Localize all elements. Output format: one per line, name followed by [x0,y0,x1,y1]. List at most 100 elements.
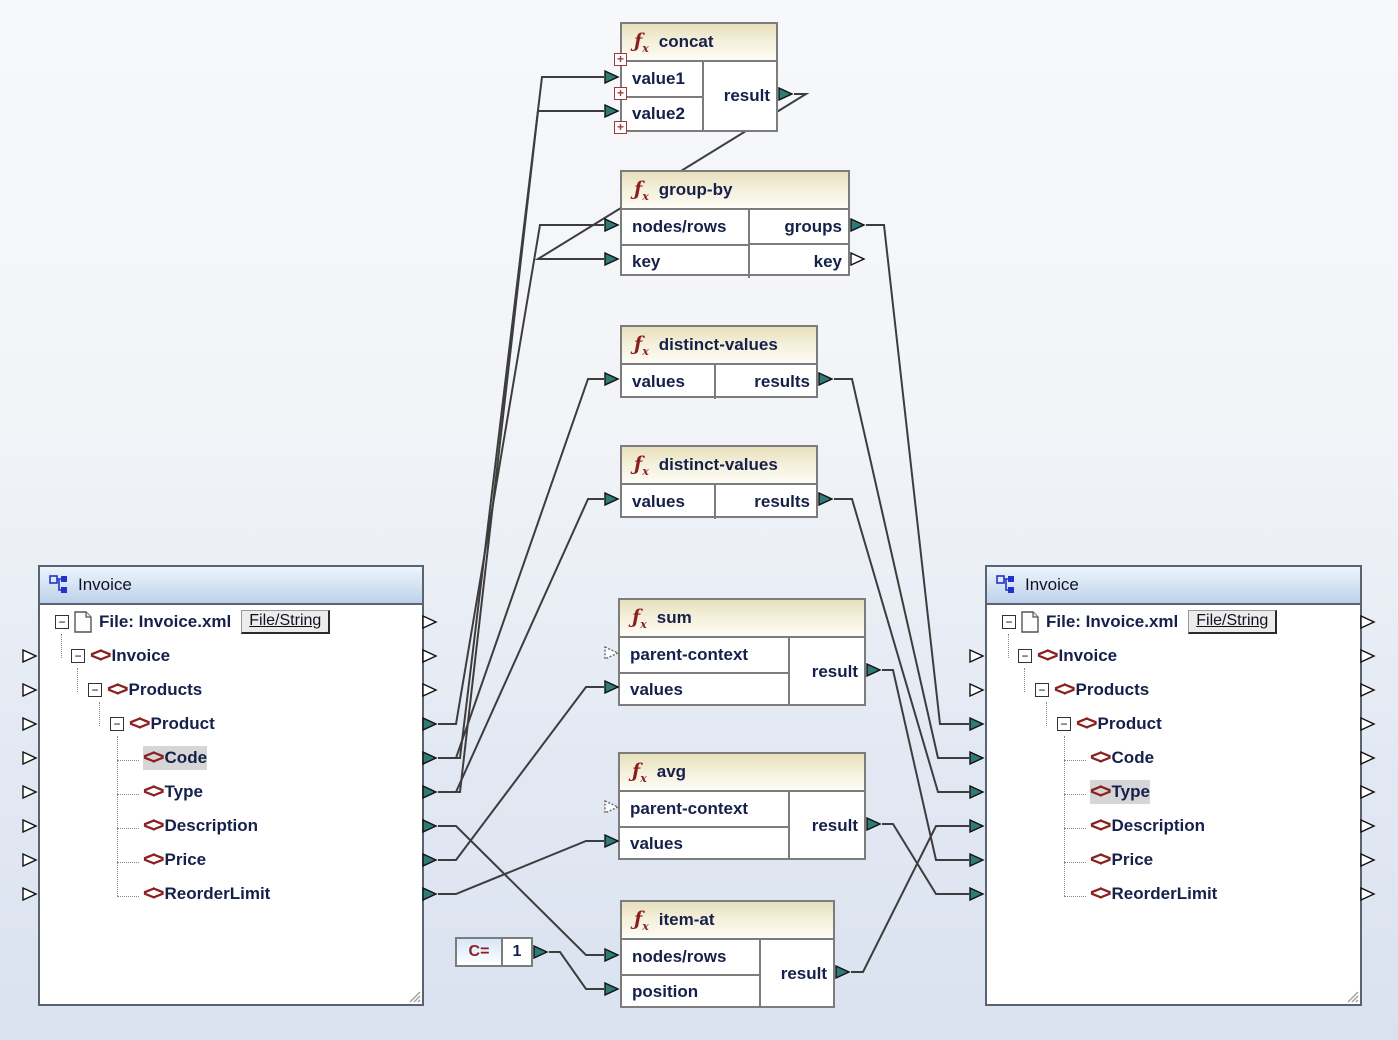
function-input[interactable]: parent-context [630,799,749,818]
connector-parent-context[interactable] [604,646,620,660]
connector-connected[interactable] [422,785,438,799]
function-output[interactable]: results [754,492,810,511]
file-string-button[interactable]: File/String [1188,610,1278,634]
function-input[interactable]: value2 [622,96,702,130]
connector-connected[interactable] [422,887,438,901]
connector-free[interactable] [22,751,38,765]
function-input[interactable]: nodes/rows [632,217,727,236]
connector-free[interactable] [1360,785,1376,799]
constant-component[interactable]: C= 1 [455,937,533,967]
tree-row[interactable]: <> Price [40,843,422,877]
function-output[interactable]: result [811,662,858,681]
connector-connected[interactable] [866,817,882,831]
connection[interactable] [438,76,604,759]
tree-row-file[interactable]: − File: Invoice.xml File/String [987,605,1360,639]
connector-free[interactable] [1360,649,1376,663]
tree-row-file[interactable]: − File: Invoice.xml File/String [40,605,422,639]
function-output[interactable]: groups [784,216,842,236]
tree-row[interactable]: − <> Product [40,707,422,741]
function-input[interactable]: values [632,372,685,391]
connector-free[interactable] [1360,819,1376,833]
connector-connected[interactable] [604,372,620,386]
connection[interactable] [851,825,969,973]
tree-row[interactable]: <> Code [987,741,1360,775]
function-input[interactable]: key [622,244,748,278]
collapse-toggle-icon[interactable]: − [110,717,124,731]
connector-connected[interactable] [604,948,620,962]
connection[interactable] [882,669,969,861]
tree-row[interactable]: <> ReorderLimit [40,877,422,911]
function-concat[interactable]: ƒx concat value1 value2 result [620,22,778,132]
connector-connected[interactable] [604,680,620,694]
connection[interactable] [438,686,604,861]
connector-connected[interactable] [866,663,882,677]
function-avg[interactable]: ƒx avg parent-context values result [618,752,866,860]
connection[interactable] [438,224,604,725]
function-output[interactable]: result [811,816,858,835]
connector-free[interactable] [22,853,38,867]
connector-free[interactable] [422,615,438,629]
connector-connected[interactable] [422,751,438,765]
connection[interactable] [882,823,969,895]
connection[interactable] [438,825,604,956]
connector-connected[interactable] [604,70,620,84]
connector-connected[interactable] [969,853,985,867]
tree-row[interactable]: <> Code [40,741,422,775]
function-distinct-values-1[interactable]: ƒx distinct-values values results [620,325,818,399]
tree-row[interactable]: <> Type [987,775,1360,809]
connection[interactable] [438,378,604,759]
connector-connected[interactable] [850,218,866,232]
connector-parent-context[interactable] [604,800,620,814]
connector-free[interactable] [22,887,38,901]
connector-free[interactable] [22,649,38,663]
connector-free[interactable] [22,785,38,799]
component-title-bar[interactable]: Invoice [40,567,422,605]
connector-free[interactable] [1360,615,1376,629]
function-item-at[interactable]: ƒx item-at nodes/rows position result [620,900,835,1008]
connector-connected[interactable] [422,819,438,833]
connector-connected[interactable] [969,785,985,799]
function-input[interactable]: parent-context [630,645,749,664]
connector-free[interactable] [422,649,438,663]
connector-free[interactable] [969,683,985,697]
connector-free[interactable] [1360,751,1376,765]
connector-free[interactable] [22,683,38,697]
connection[interactable] [438,498,604,793]
tree-row[interactable]: <> ReorderLimit [987,877,1360,911]
function-header[interactable]: ƒx distinct-values [622,447,816,485]
connection[interactable] [438,840,604,895]
connector-free[interactable] [22,717,38,731]
function-header[interactable]: ƒx avg [620,754,864,792]
function-output[interactable]: result [780,964,827,983]
connector-connected[interactable] [969,751,985,765]
add-parameter-icon[interactable]: + [614,53,627,66]
connector-connected[interactable] [533,945,549,959]
tree-row[interactable]: − <> Products [987,673,1360,707]
connector-connected[interactable] [422,853,438,867]
connector-connected[interactable] [835,965,851,979]
tree-row[interactable]: <> Type [40,775,422,809]
function-sum[interactable]: ƒx sum parent-context values result [618,598,866,706]
connection[interactable] [438,110,604,793]
connector-free[interactable] [22,819,38,833]
function-distinct-values-2[interactable]: ƒx distinct-values values results [620,445,818,519]
collapse-toggle-icon[interactable]: − [55,615,69,629]
connection[interactable] [834,378,969,759]
function-output[interactable]: results [754,372,810,391]
tree-row[interactable]: − <> Invoice [40,639,422,673]
function-input[interactable]: value1 [632,69,685,88]
connector-connected[interactable] [604,834,620,848]
connector-connected[interactable] [778,87,794,101]
component-title-bar[interactable]: Invoice [987,567,1360,605]
function-output[interactable]: key [750,243,848,278]
connection[interactable] [866,224,969,725]
connector-connected[interactable] [604,492,620,506]
function-header[interactable]: ƒx item-at [622,902,833,940]
collapse-toggle-icon[interactable]: − [1057,717,1071,731]
connector-free[interactable] [1360,853,1376,867]
resize-grip[interactable] [1345,989,1359,1003]
collapse-toggle-icon[interactable]: − [1035,683,1049,697]
connector-free[interactable] [1360,887,1376,901]
resize-grip[interactable] [407,989,421,1003]
tree-row[interactable]: − <> Products [40,673,422,707]
